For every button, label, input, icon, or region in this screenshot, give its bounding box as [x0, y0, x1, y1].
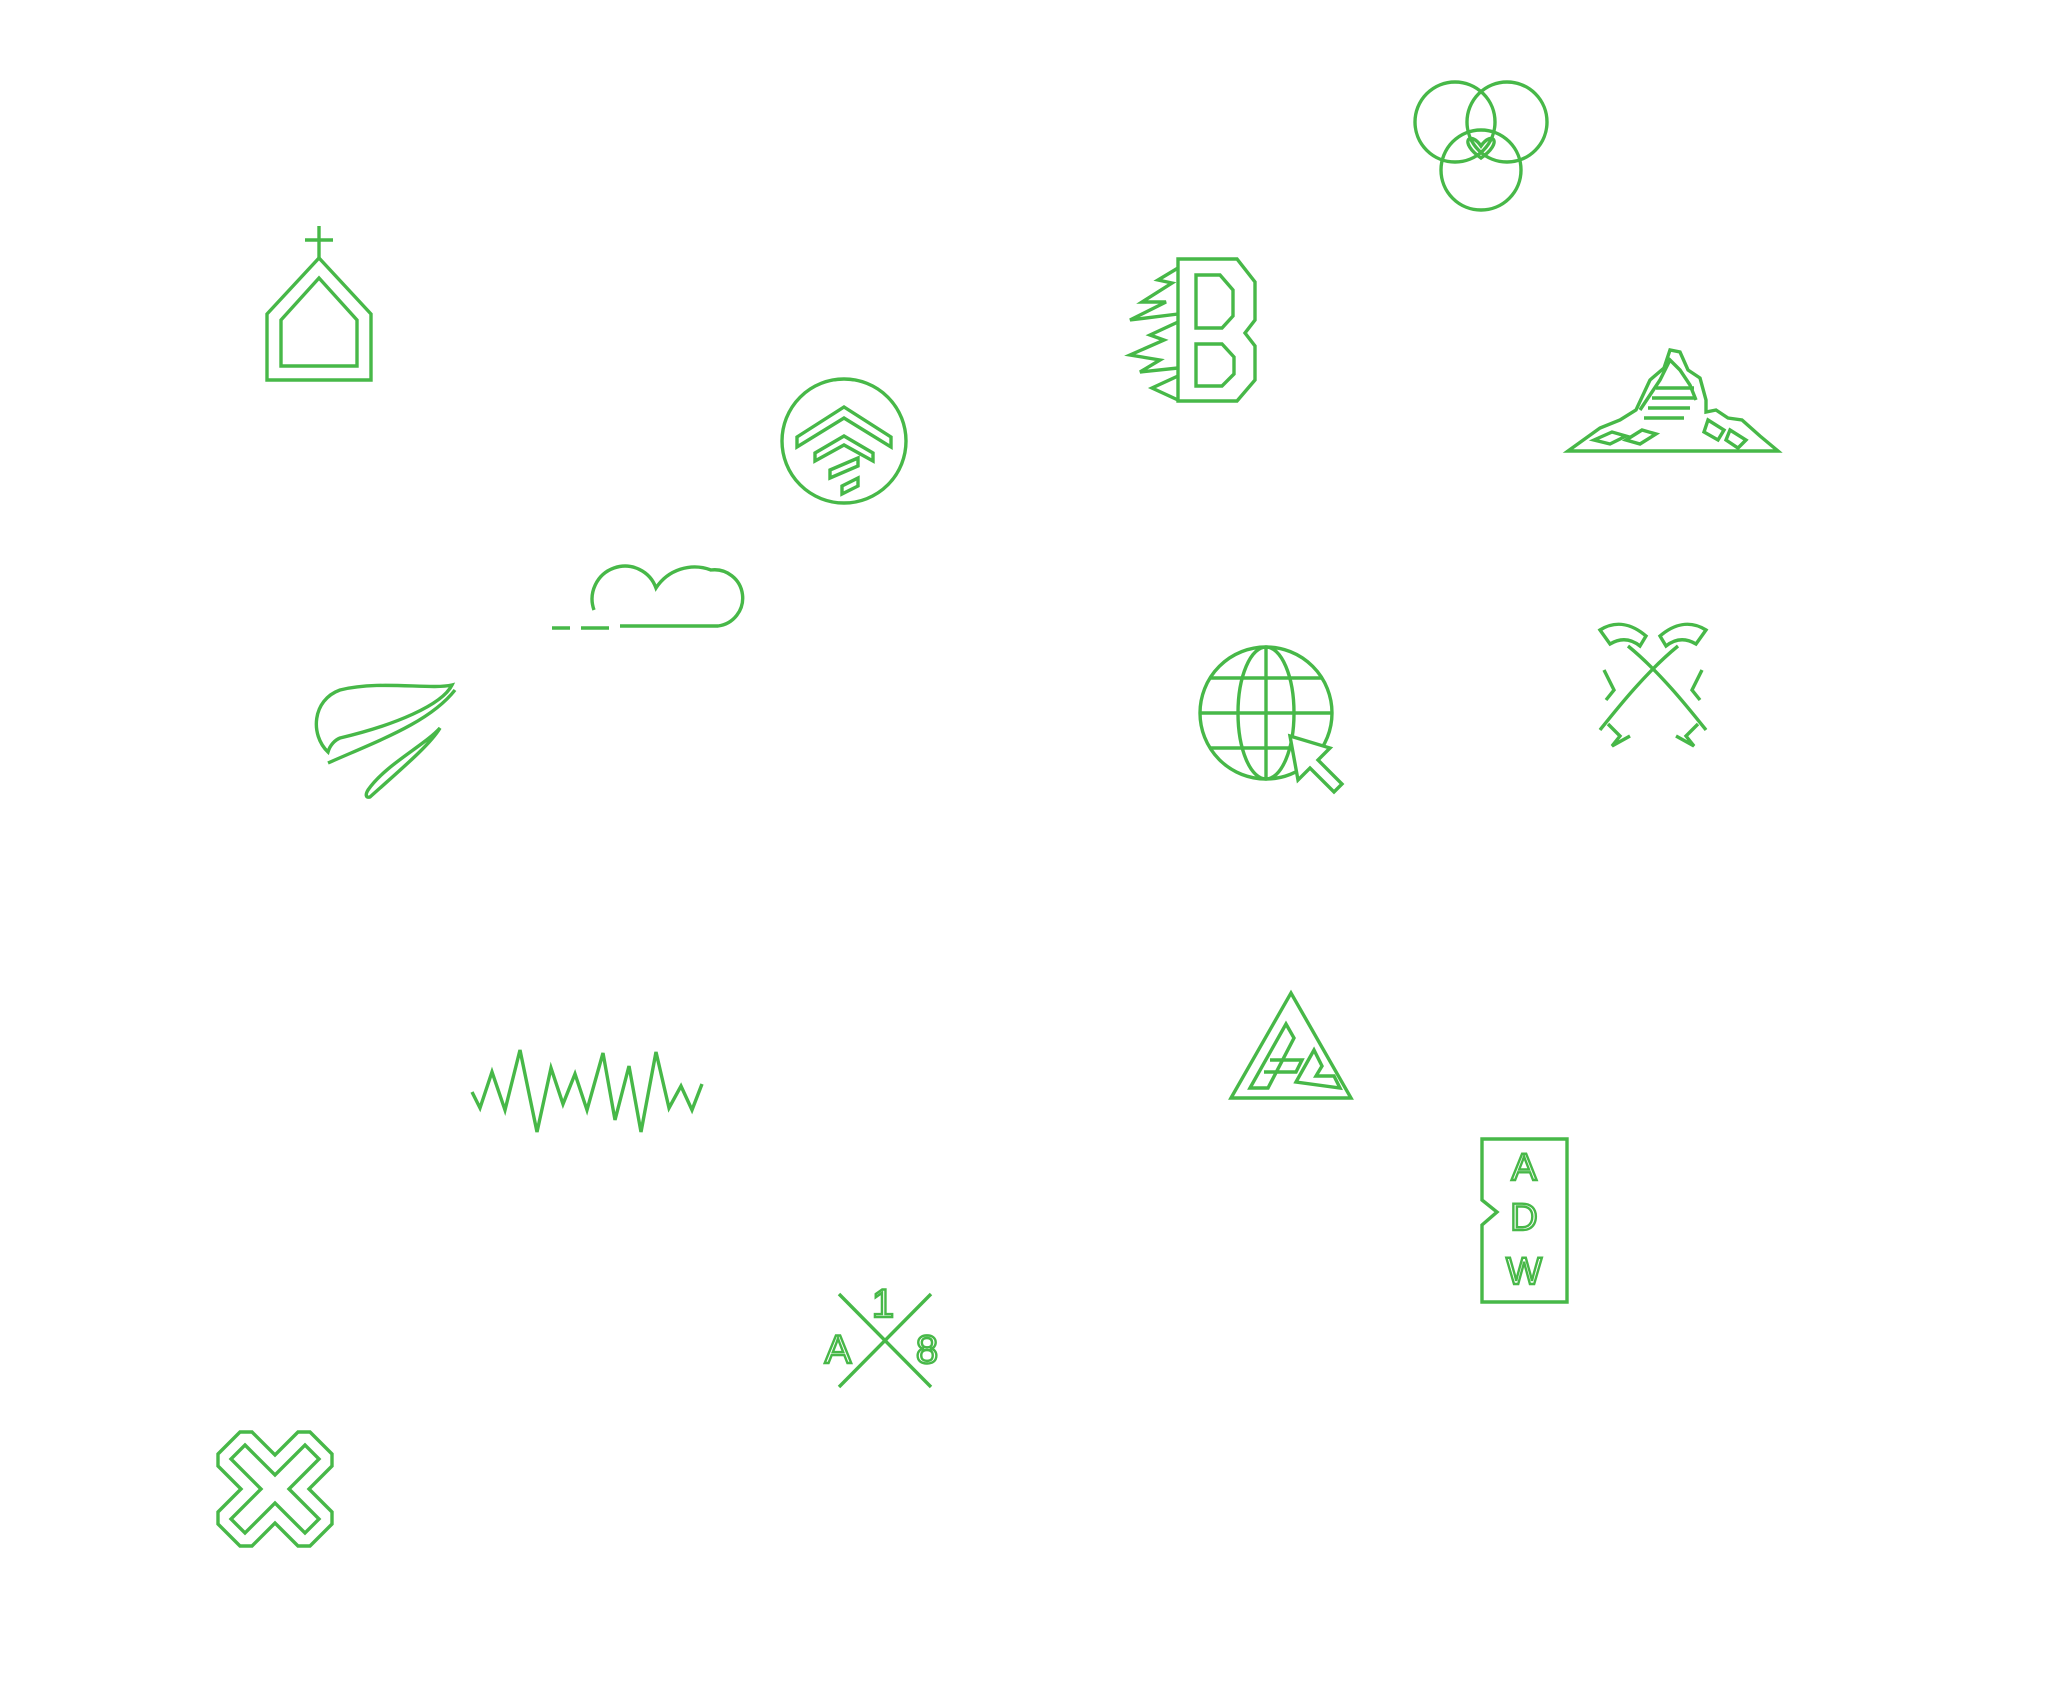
letter-b-lightning-icon [1124, 257, 1257, 403]
adw-letter-w: W [1506, 1251, 1542, 1293]
soundwave-icon [470, 1049, 704, 1133]
adw-tag-icon: A D W [1480, 1137, 1569, 1304]
three-circles-heart-icon [1413, 80, 1549, 212]
chevron-up-circle-icon [780, 377, 908, 505]
wing-swoosh-icon [314, 682, 457, 799]
crossed-ice-axes-icon [1597, 622, 1709, 748]
a18-digit-8: 8 [916, 1328, 938, 1372]
double-x-icon [216, 1430, 334, 1548]
adw-letter-d: D [1510, 1197, 1537, 1239]
chapel-cross-icon [265, 226, 373, 382]
cloud-dashed-icon [552, 564, 745, 630]
ahc-triangle-icon [1228, 989, 1354, 1100]
adw-letter-a: A [1511, 1147, 1537, 1189]
mountain-peak-icon [1562, 348, 1783, 453]
globe-cursor-icon [1198, 645, 1345, 795]
a18-digit-1: 1 [872, 1282, 894, 1326]
a18-letter-a: A [825, 1328, 852, 1372]
a18-cross-icon: 1 A 8 [823, 1281, 939, 1389]
